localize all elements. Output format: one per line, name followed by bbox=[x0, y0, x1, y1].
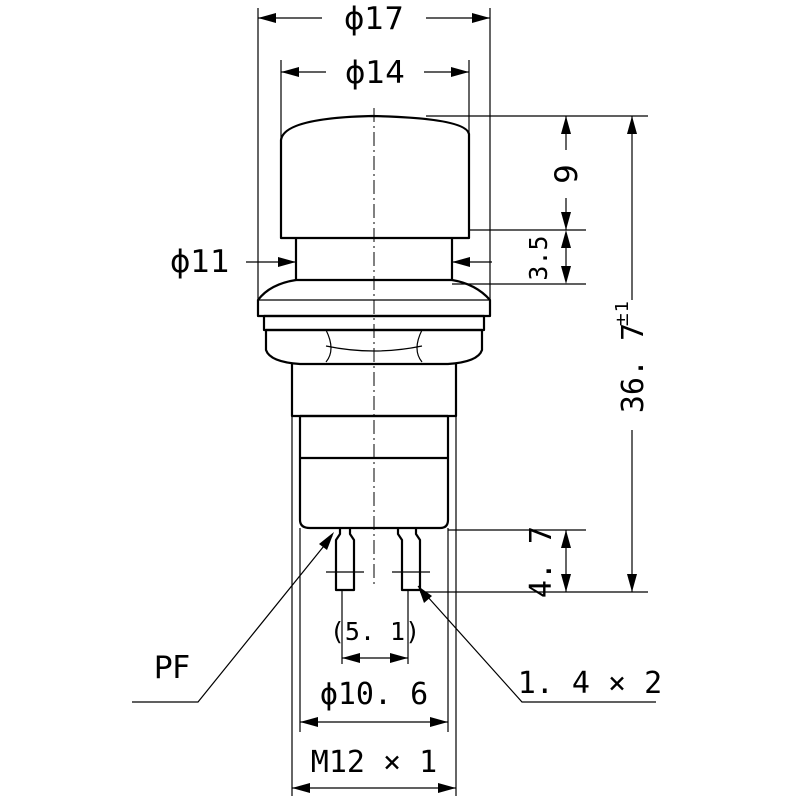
label-pin-size: 1. 4 × 2 bbox=[518, 666, 663, 701]
lower-body bbox=[298, 416, 450, 530]
hex-nut bbox=[264, 328, 484, 366]
label-height-9: 9 bbox=[549, 164, 585, 184]
label-dia-10-6: ϕ10. 6 bbox=[320, 677, 428, 712]
label-dia-17: ϕ17 bbox=[344, 1, 404, 37]
label-dia-11: ϕ11 bbox=[170, 244, 230, 280]
dimension-lines bbox=[132, 8, 656, 796]
label-dia-14: ϕ14 bbox=[345, 55, 405, 91]
label-height-4-7: 4. 7 bbox=[524, 526, 559, 598]
label-thread-m12: M12 × 1 bbox=[311, 745, 437, 780]
label-height-36-7-tolerance: ±1 bbox=[612, 301, 633, 328]
terminal-left bbox=[334, 528, 356, 592]
terminal-right bbox=[396, 528, 422, 592]
label-height-36-7: 36. 7 bbox=[616, 323, 651, 413]
label-pf: PF bbox=[154, 650, 191, 686]
label-height-3-5: 3.5 bbox=[524, 235, 553, 280]
label-pitch-5-1: (5. 1) bbox=[330, 617, 420, 646]
switch-body-outline bbox=[256, 108, 492, 592]
dimension-labels: ϕ17 ϕ14 ϕ11 9 3.5 36. 7 ±1 4. 7 (5. 1) ϕ… bbox=[154, 1, 663, 780]
button-cap bbox=[279, 114, 471, 240]
